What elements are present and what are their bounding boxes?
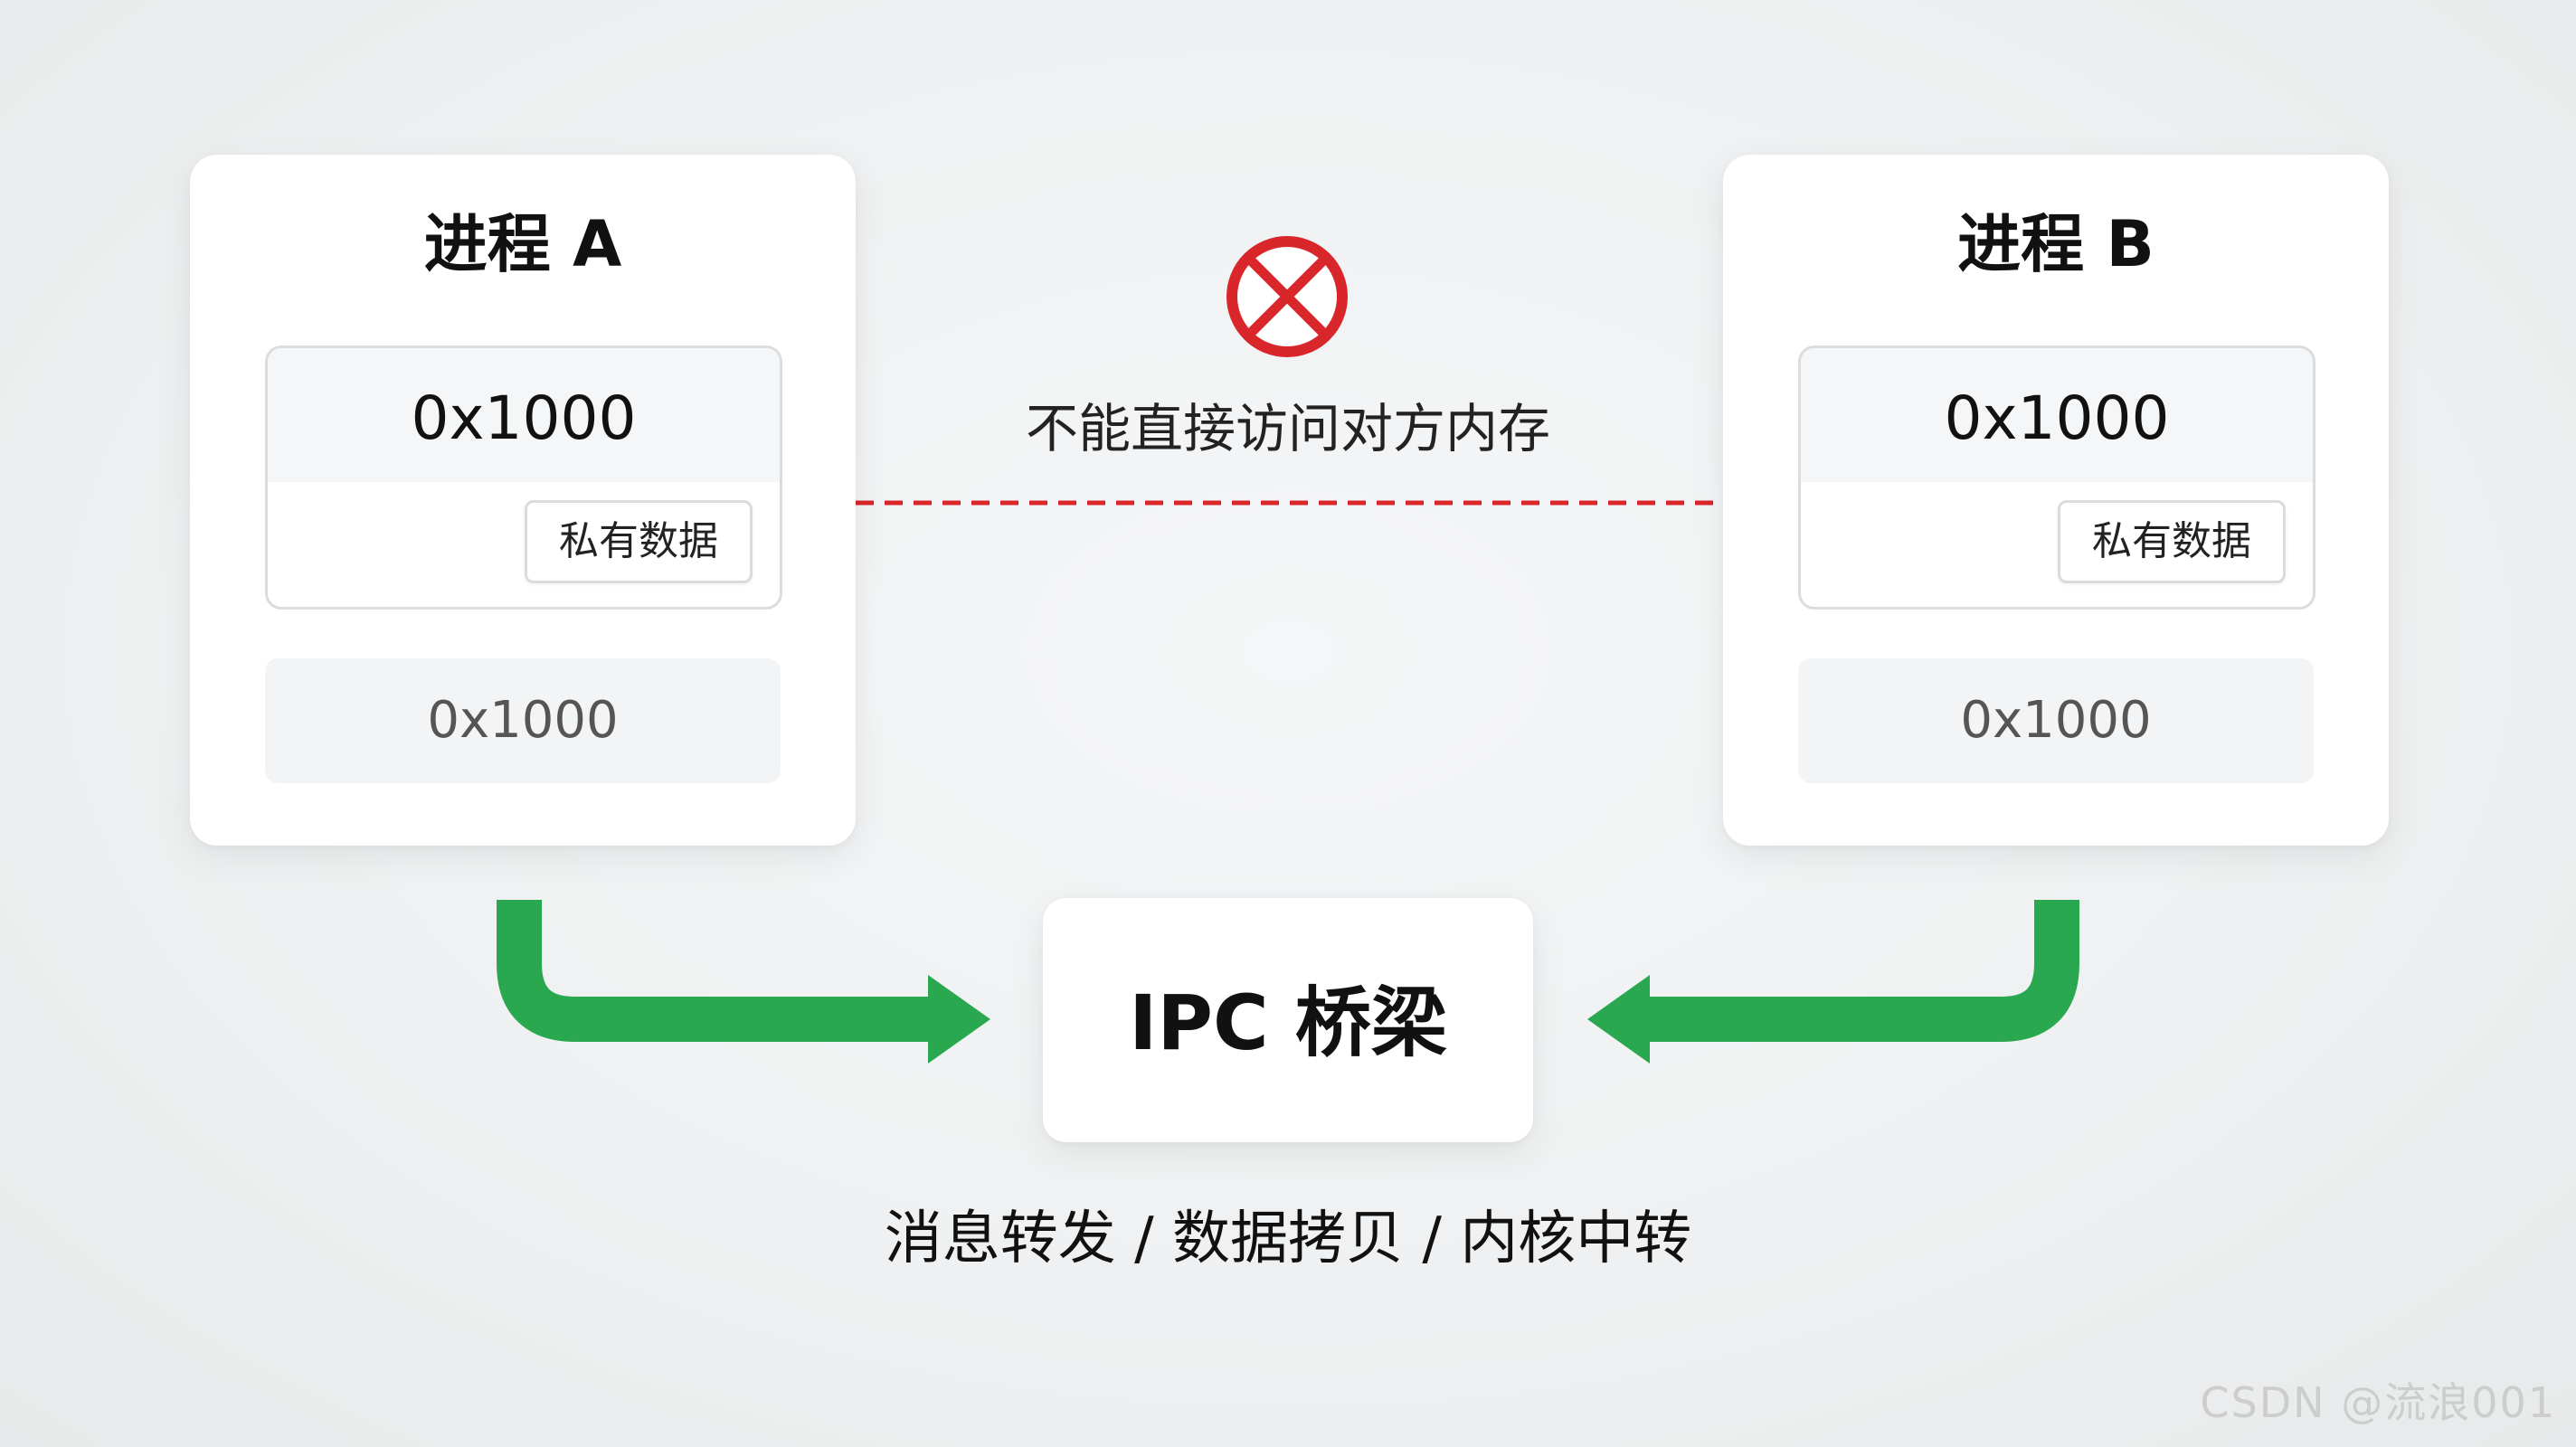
watermark: CSDN @流浪001 [2200, 1378, 2556, 1427]
ipc-bridge-description: 消息转发 / 数据拷贝 / 内核中转 [884, 1206, 1692, 1272]
process-a-card: 进程 A 0x1000 私有数据 0x1000 [190, 155, 856, 846]
forbidden-icon [1226, 236, 1348, 357]
ipc-bridge-card: IPC 桥梁 [1043, 898, 1533, 1142]
process-b-card: 进程 B 0x1000 私有数据 0x1000 [1723, 155, 2389, 846]
arrow-b-to-ipc [1587, 900, 2079, 1064]
process-a-private-data-label: 私有数据 [525, 500, 753, 583]
process-a-address: 0x1000 [411, 383, 637, 453]
process-a-address-space: 0x1000 私有数据 [265, 345, 782, 610]
no-access-label: 不能直接访问对方内存 [1025, 398, 1550, 459]
ipc-bridge-title: IPC 桥梁 [1129, 979, 1447, 1067]
process-b-sub-address: 0x1000 [1798, 658, 2314, 783]
arrow-a-to-ipc [497, 900, 990, 1064]
process-b-address: 0x1000 [1944, 383, 2170, 453]
process-a-title: 进程 A [423, 207, 622, 281]
process-b-address-space: 0x1000 私有数据 [1798, 345, 2316, 610]
process-a-sub-address: 0x1000 [265, 658, 781, 783]
process-b-private-data-label: 私有数据 [2058, 500, 2286, 583]
process-b-title: 进程 B [1957, 207, 2155, 281]
